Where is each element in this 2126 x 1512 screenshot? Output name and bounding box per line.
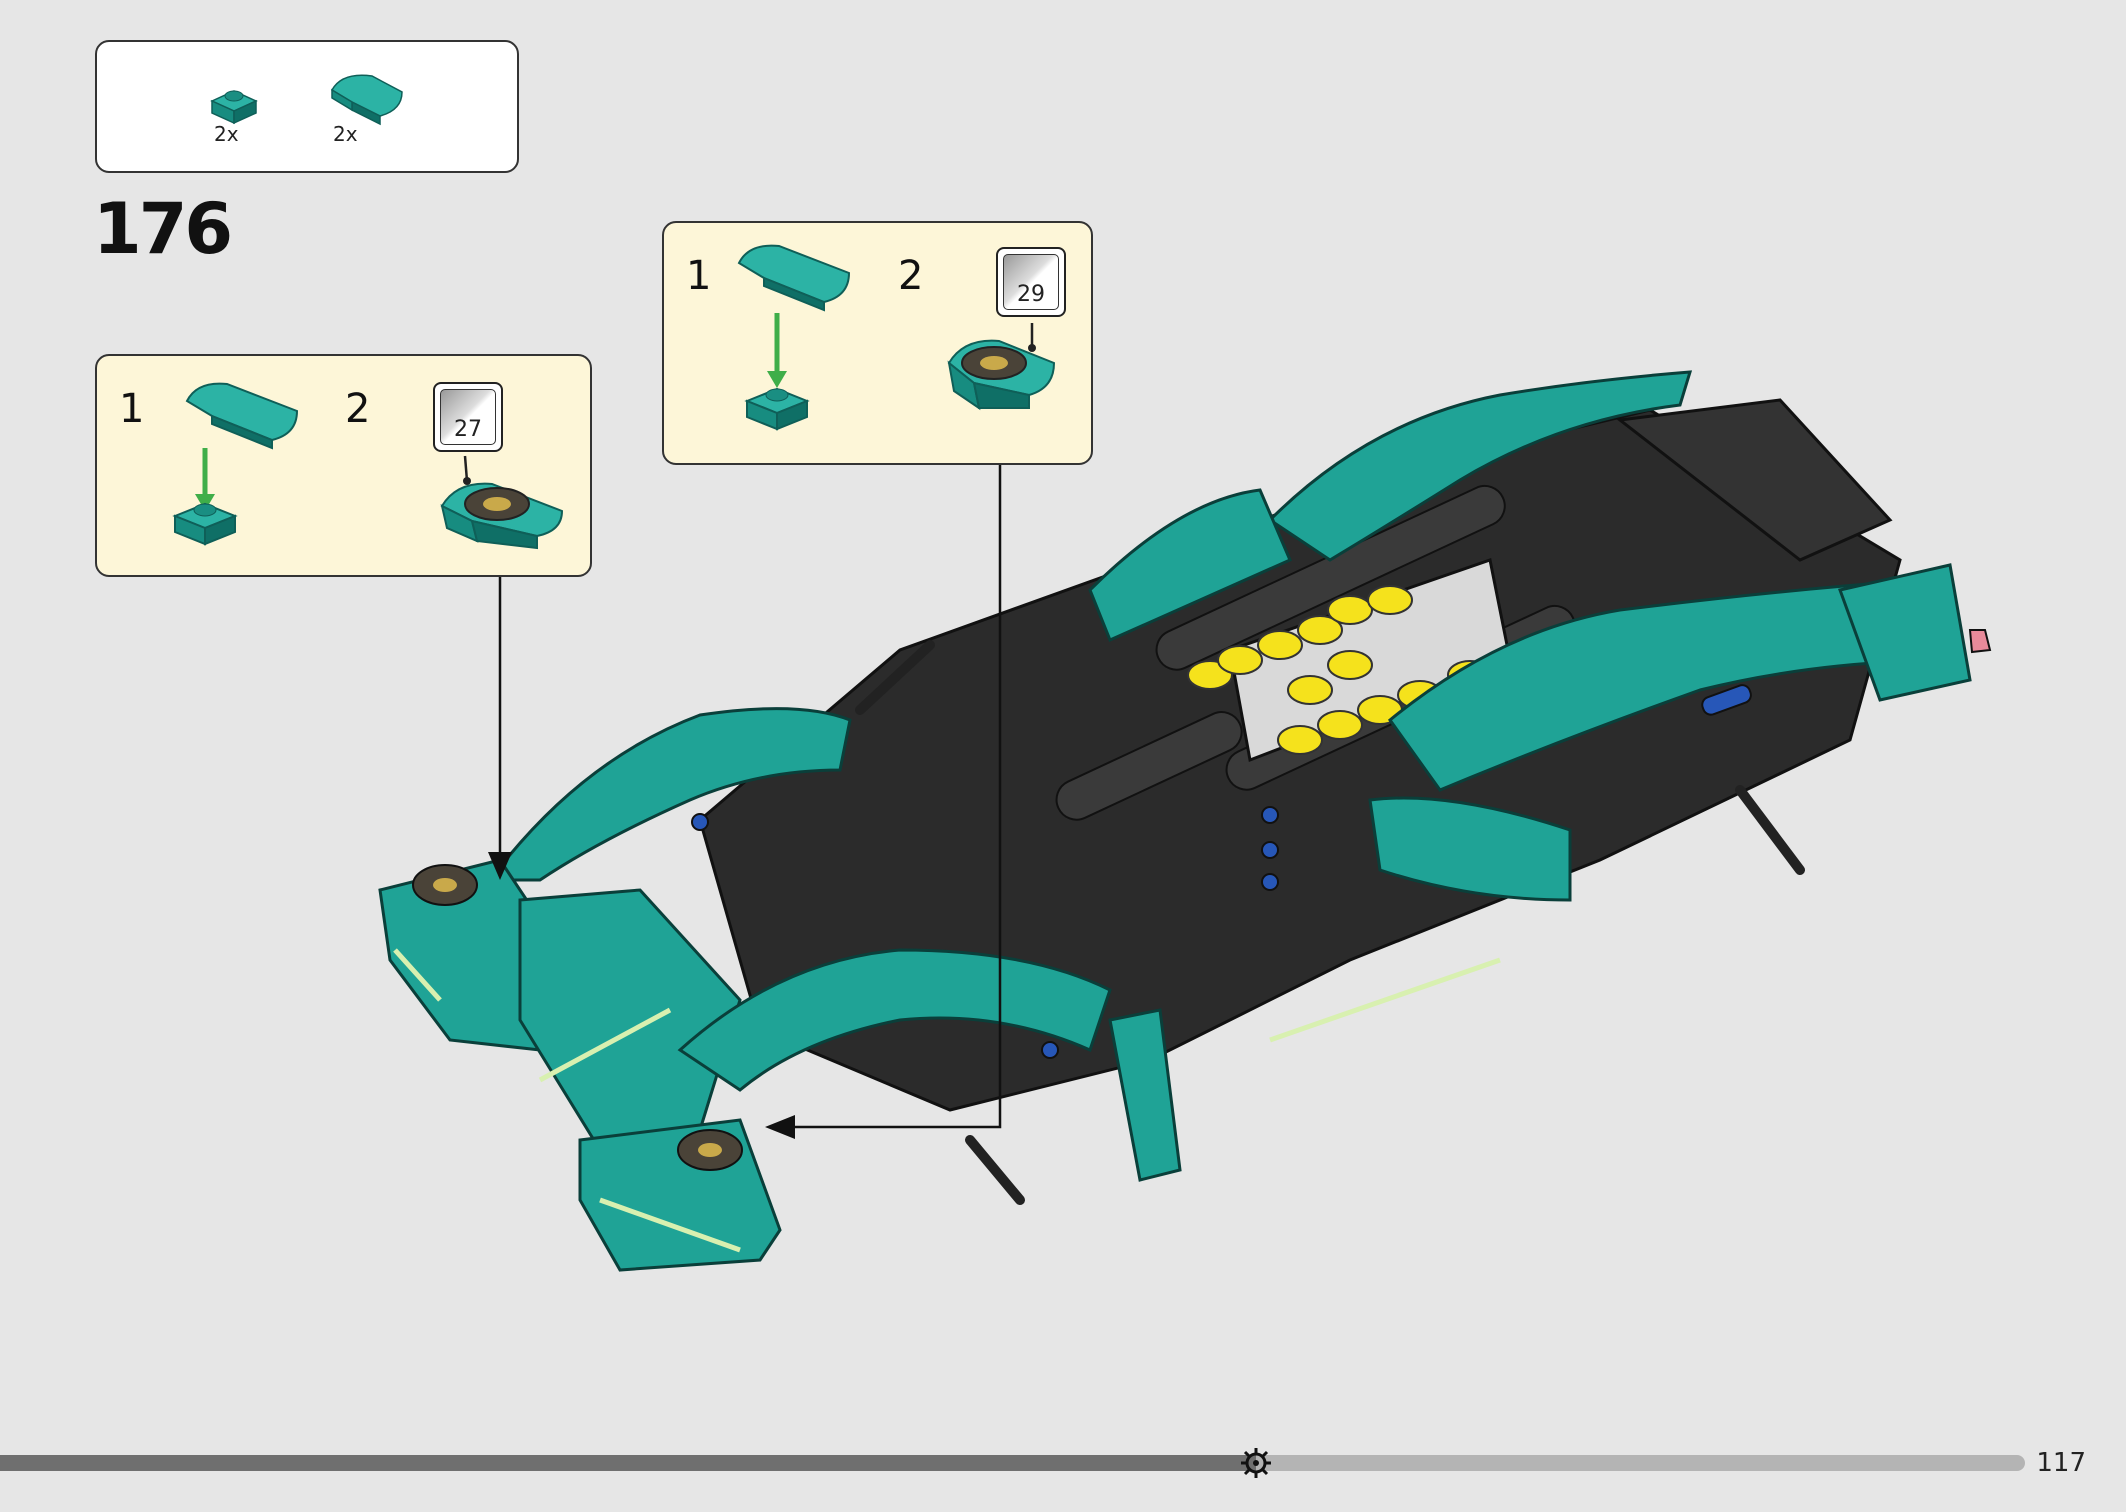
sticker-reference-badge: 29 [996,247,1066,317]
sticker-number: 27 [454,417,482,442]
blue-pins [691,684,1752,1059]
sticker-reference-badge: 27 [433,382,503,452]
subassembly-right-illustration [737,244,1056,431]
parts-illustrations [210,74,403,126]
part-quantity: 2x [333,122,358,146]
axles [855,640,1805,1205]
subassembly-callout-left: 1 2 27 [95,354,592,577]
substep-number: 2 [898,253,924,299]
subassembly-callout-right: 1 2 29 [662,221,1093,465]
round-tile-icon [330,74,403,126]
gear-icon [1240,1448,1271,1478]
step-number: 176 [93,188,233,270]
chassis [698,398,1902,1112]
parts-list-panel: 2x 2x [95,40,519,173]
page-number: 117 [2036,1448,2086,1478]
assembly-arrow-icon [195,448,215,511]
substep-number: 1 [119,386,145,432]
substep-number: 1 [686,253,712,299]
assembly-arrow-icon [488,852,795,1139]
page-progress-bar [0,1448,2025,1478]
part-quantity: 2x [214,122,239,146]
progress-fill [0,1455,1256,1471]
substep-number: 2 [345,386,371,432]
headlights [412,864,743,1171]
subassembly-left-illustration [172,382,564,550]
sticker-sheet-icon [1003,254,1059,310]
light-stripes [393,948,1501,1253]
teal-body-panels [378,370,1972,1272]
plate-1x1-icon [210,90,258,125]
engine-pistons [1187,585,1493,755]
assembly-arrow-icon [767,313,787,388]
sticker-sheet-icon [440,389,496,445]
sticker-number: 29 [1017,282,1045,307]
